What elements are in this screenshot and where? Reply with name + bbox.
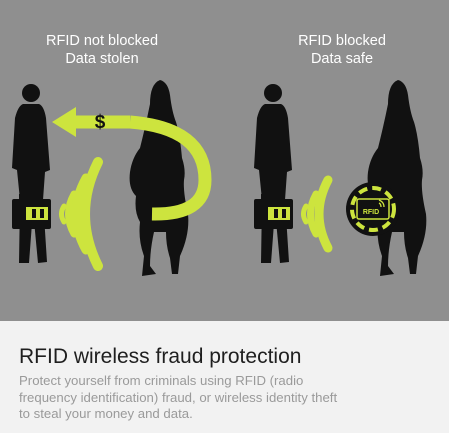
- wireless-icon: [378, 199, 385, 208]
- signal-waves-right: [301, 175, 333, 253]
- caption-description: Protect yourself from criminals using RF…: [19, 373, 439, 423]
- man-silhouette-right: [254, 84, 292, 263]
- rfid-shield: RFID: [346, 182, 400, 236]
- caption: RFID wireless fraud protection Protect y…: [0, 321, 449, 433]
- rfid-card-icon: [356, 198, 390, 220]
- caption-line: frequency identification) fraud, or wire…: [19, 389, 338, 405]
- woman-silhouette-right: [367, 80, 427, 276]
- caption-line: Protect yourself from criminals using RF…: [19, 373, 304, 388]
- panel-label-blocked-line2: Data safe: [310, 51, 374, 67]
- money-icon: $: [95, 112, 106, 133]
- arrow-head: [52, 107, 76, 137]
- panel-label-unblocked: RFID not blocked Data stolen: [2, 32, 202, 68]
- briefcase-left: [12, 194, 51, 229]
- woman-silhouette-left: [129, 80, 189, 276]
- man-silhouette-left: [12, 84, 50, 263]
- steal-arrow: $: [52, 107, 212, 221]
- rfid-card-label: RFID: [363, 209, 379, 216]
- panel-label-unblocked-line2: Data stolen: [65, 51, 139, 67]
- briefcase-right: [254, 194, 293, 229]
- caption-line: to steal your money and data.: [19, 406, 193, 421]
- illustration-svg: $: [12, 80, 427, 276]
- panel-label-unblocked-line1: RFID not blocked: [45, 33, 159, 49]
- caption-title: RFID wireless fraud protection: [19, 345, 302, 368]
- illustration: $: [0, 0, 449, 321]
- panel-label-blocked: RFID blocked Data safe: [242, 32, 442, 68]
- signal-waves-left: [59, 157, 103, 271]
- panel-label-blocked-line1: RFID blocked: [298, 33, 386, 49]
